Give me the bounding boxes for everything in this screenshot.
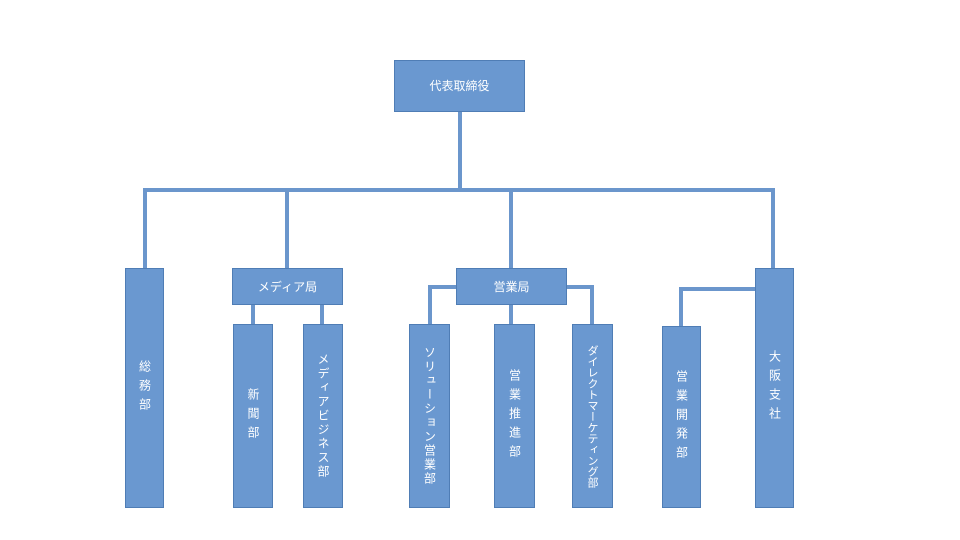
media-bureau-label: メディア局: [257, 279, 318, 294]
sales-development-label: 営業開発部: [674, 369, 689, 465]
newspaper-box: 新聞部: [233, 324, 273, 508]
direct-marketing-label: ダイレクトマーケティング部: [586, 344, 599, 488]
osaka-branch-label: 大阪支社: [767, 350, 782, 426]
media-business-label: メディアビジネス部: [316, 353, 330, 479]
direct-marketing-box: ダイレクトマーケティング部: [572, 324, 613, 508]
ceo-label: 代表取締役: [429, 79, 490, 93]
sales-bureau-label: 営業局: [493, 279, 530, 294]
sales-promotion-box: 営業推進部: [494, 324, 535, 508]
sales-development-box: 営業開発部: [662, 326, 701, 508]
ceo-box: 代表取締役: [394, 60, 525, 112]
sales-bureau-box: 営業局: [456, 268, 567, 305]
media-business-box: メディアビジネス部: [303, 324, 343, 508]
media-bureau-box: メディア局: [232, 268, 343, 305]
general-affairs-box: 総務部: [125, 268, 164, 508]
osaka-branch-box: 大阪支社: [755, 268, 794, 508]
newspaper-label: 新聞部: [246, 387, 260, 445]
solutions-sales-label: ソリューション営業部: [422, 346, 437, 486]
solutions-sales-box: ソリューション営業部: [409, 324, 450, 508]
sales-promotion-label: 営業推進部: [507, 368, 522, 464]
general-affairs-label: 総務部: [137, 359, 152, 417]
